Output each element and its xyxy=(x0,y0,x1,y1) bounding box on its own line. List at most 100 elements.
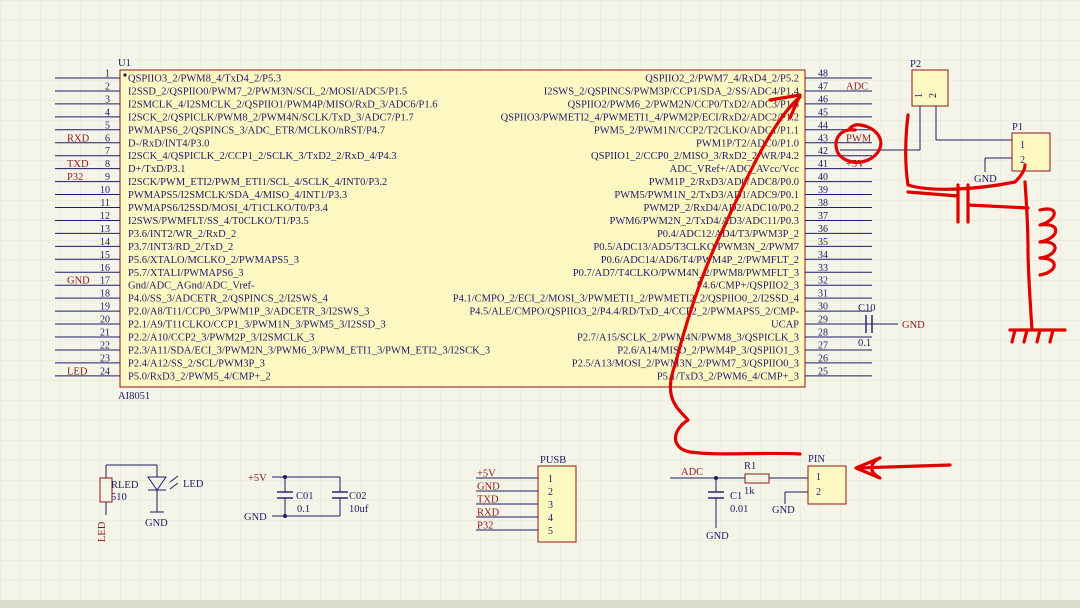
u1-pin-number: 28 xyxy=(818,328,828,339)
u1-pin-number: 32 xyxy=(818,276,828,287)
u1-pin-name: QSPIIO1_2/CCP0_2/MISO_3/RxD2_2/WR/P4.2 xyxy=(591,151,799,162)
u1-net-label-right: PWM xyxy=(846,133,872,144)
led-label: LED xyxy=(183,479,204,490)
c10-value: 0.1 xyxy=(858,338,871,349)
u1-pin-name: ADC_VRef+/ADC_AVcc/Vcc xyxy=(670,164,800,175)
u1-body xyxy=(119,69,806,388)
u1-pin-name: I2SCK_4/QSPICLK_2/CCP1_2/SCLK_3/TxD2_2/R… xyxy=(128,151,397,162)
u1-pin-name: I2SCK_2/QSPICLK/PWM8_2/PWM4N/SCLK/TxD_3/… xyxy=(128,112,414,123)
u1-net-label-left: TXD xyxy=(67,159,89,170)
u1-pin-name: P0.5/ADC13/AD5/T3CLKO/PWM3N_2/PWM7 xyxy=(593,242,799,253)
p2-body xyxy=(911,69,949,107)
u1-pin-number: 24 xyxy=(100,366,110,377)
u1-pin-name: Gnd/ADC_AGnd/ADC_Vref- xyxy=(128,281,255,292)
u1-pin-number: 17 xyxy=(100,276,110,287)
pusb-pin-number: 3 xyxy=(548,500,553,511)
led-emit-arrow-2 xyxy=(169,482,179,490)
caps-gnd-label: GND xyxy=(244,512,267,523)
u1-pin-number: 3 xyxy=(105,94,110,105)
c01-value: 0.1 xyxy=(297,504,310,515)
p1-pin1: 1 xyxy=(1020,140,1025,151)
drawn-wire-loop xyxy=(904,113,1027,191)
u1-pin-name: P2.0/A8/T11/CCP0_3/PWM1P_3/ADCETR_3/I2SW… xyxy=(128,307,369,318)
decoupling-caps[interactable]: +5V GND C01 0.1 C02 10uf xyxy=(244,473,369,523)
u1-pin-name: P2.6/A14/MISO_2/PWM4P_3/QSPIIO1_3 xyxy=(617,345,799,356)
u1-pin-name: P0.4/ADC12/AD4/T3/PWM3P_2 xyxy=(657,229,799,240)
pwm-circle-annotation xyxy=(834,123,883,164)
u1-pin-number: 44 xyxy=(818,120,828,131)
u1-pin-number: 2 xyxy=(105,81,110,92)
u1-pin-name: P4.1/CMPO_2/ECI_2/MOSI_3/PWMETI1_2/PWMET… xyxy=(453,294,800,305)
pusb-net-label: P32 xyxy=(477,521,493,532)
u1-pin-number: 33 xyxy=(818,263,828,274)
drawn-cap-wire-left xyxy=(906,190,960,198)
u1-pin-number: 41 xyxy=(818,159,828,170)
p2-ref: P2 xyxy=(910,59,921,70)
u1-pin-name: P2.4/A12/SS_2/SCL/PWM3P_3 xyxy=(128,358,265,369)
pin-pin1: 1 xyxy=(816,472,821,483)
p1-header[interactable]: P1 1 2 GND xyxy=(974,122,1051,185)
u1-pin-number: 14 xyxy=(100,237,110,248)
u1-pin-name: I2SWS_2/QSPINCS/PWM3P/CCP1/SDA_2/SS/ADC4… xyxy=(544,86,800,97)
u1-pin-number: 23 xyxy=(100,353,110,364)
adc-input-block[interactable]: ADC R1 1k C1 0.01 GND GND PIN 1 2 xyxy=(670,454,847,542)
u1-pin-name: PWMAPS6/I2SSD/MOSI_4/T1CLKO/T0/P3.4 xyxy=(128,203,329,214)
u1-pin-number: 47 xyxy=(818,81,828,92)
u1-pin-number: 35 xyxy=(818,237,828,248)
u1-pin-name: P2.1/A9/T11CLKO/CCP1_3/PWM1N_3/PWM5_3/I2… xyxy=(128,320,386,331)
r1-ref: R1 xyxy=(744,461,756,472)
c10-ref: C10 xyxy=(858,303,876,314)
pusb-pin-number: 1 xyxy=(548,474,553,485)
drawn-arrowhead-top xyxy=(768,93,802,120)
c10-capacitor[interactable]: C10 0.1 GND xyxy=(840,303,925,349)
p1-gnd-label: GND xyxy=(974,174,997,185)
u1-pin-number: 45 xyxy=(818,107,828,118)
drawn-arrow-line xyxy=(668,95,802,456)
u1-pin-name: P5.0/RxD3_2/PWM5_4/CMP+_2 xyxy=(128,371,271,382)
led-block[interactable]: RLED 510 LED LED GND xyxy=(97,464,204,542)
u1-pin-name: PWM5/PWM1N_2/TxD3/AD1/ADC9/P0.1 xyxy=(614,190,799,201)
u1-part: AI8051 xyxy=(118,391,150,402)
u1-pin-number: 36 xyxy=(818,224,828,235)
u1-pin-number: 8 xyxy=(105,159,110,170)
u1-pin-name: PWM5_2/PWM1N/CCP2/T2CLKO/ADC1/P1.1 xyxy=(594,125,799,136)
u1-pin-name: I2SSD_2/QSPIIO0/PWM7_2/PWM3N/SCL_2/MOSI/… xyxy=(128,86,407,97)
u1-pin-name: UCAP xyxy=(771,320,799,331)
rled-ref: RLED xyxy=(111,480,139,491)
c01-ref: C01 xyxy=(296,491,314,502)
u1-pin-name: I2SCK/PWM_ETI2/PWM_ETI1/SCL_4/SCLK_4/INT… xyxy=(128,177,387,188)
u1-pin-number: 39 xyxy=(818,185,828,196)
u1-net-label-left: RXD xyxy=(67,133,90,144)
u1-pin-name: PWMAPS5/I2SMCLK/SDA_4/MISO_4/INT1/P3.3 xyxy=(128,190,347,201)
u1-pin-number: 11 xyxy=(100,198,110,209)
led-gnd-label: GND xyxy=(145,518,168,529)
u1-pin-name: PWM2P_2/RxD4/AD2/ADC10/P0.2 xyxy=(644,203,799,214)
u1-pin-name: P2.2/A10/CCP2_3/PWM2P_3/I2SMCLK_3 xyxy=(128,333,314,344)
c02-ref: C02 xyxy=(349,491,367,502)
p1-body xyxy=(1011,132,1051,172)
drawn-arrow-pin-head xyxy=(854,456,882,480)
drawn-right-wire xyxy=(1023,180,1034,332)
bottom-strip xyxy=(0,600,1080,608)
u1-pin-number: 42 xyxy=(818,146,828,157)
p1-ref: P1 xyxy=(1012,122,1023,133)
u1-pin-number: 7 xyxy=(105,146,110,157)
u1-pin-name: QSPIIO3_2/PWM8_4/TxD4_2/P5.3 xyxy=(128,74,281,85)
led-emit-arrow-1 xyxy=(169,475,179,483)
p1-pin2: 2 xyxy=(1020,155,1025,166)
u1-pin-number: 25 xyxy=(818,366,828,377)
r1-value: 1k xyxy=(744,486,755,497)
c01-junction-bottom xyxy=(283,514,287,518)
u1-pin-name: P3.6/INT2/WR_2/RxD_2 xyxy=(128,229,236,240)
u1-pin-number: 43 xyxy=(818,133,828,144)
u1-pin-number: 4 xyxy=(105,107,110,118)
p2-header[interactable]: P2 1 2 xyxy=(840,59,1012,151)
u1-pin-name: P2.7/A15/SCLK_2/PWM4N/PWM8_3/QSPICLK_3 xyxy=(577,333,799,344)
u1-pin-name: D-/RxD/INT4/P3.0 xyxy=(128,138,209,149)
pusb-net-label: GND xyxy=(477,482,500,493)
u1-pin-name: P3.7/INT3/RD_2/TxD_2 xyxy=(128,242,233,253)
drawn-ground-symbol xyxy=(1008,328,1067,344)
